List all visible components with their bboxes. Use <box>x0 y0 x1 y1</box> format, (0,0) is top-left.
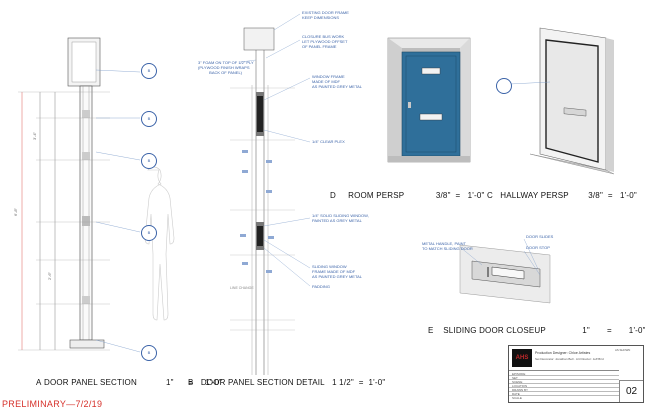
callout-bubble: B <box>141 63 157 79</box>
room-perspective-door <box>387 37 471 163</box>
note-solid-sliding: 1/4" SOLID SLIDING WINDOW, PAINTED AS GR… <box>312 213 369 223</box>
note-window-frame: WINDOW FRAME MADE OF MDF AS PAINTED GREY… <box>312 74 363 89</box>
human-scale-figure <box>144 166 175 321</box>
tb-row: SET <box>512 376 518 380</box>
section-detail-lines <box>230 13 311 375</box>
drawing-a-door-panel-section: 6'-8" 3'-4" 2'-6" B B B B B <box>0 0 190 380</box>
caption-d: D ROOM PERSP 3/8" = 1'-0" <box>330 191 485 200</box>
note-overhead: CLOSURE BUS WORK LET PLYWOOD OFFSET OF P… <box>302 34 348 49</box>
sheet-number: 02 <box>625 386 638 397</box>
caption-b: B DOOR PANEL SECTION DETAIL 1 1/2" = 1'-… <box>188 378 386 387</box>
note-existing-frame: EXISTING DOOR FRAME KEEP DIMENSIONS <box>302 10 349 20</box>
door-panel-section-lines: 6'-8" 3'-4" 2'-6" <box>13 37 175 353</box>
callout-bubble: B <box>141 225 157 241</box>
preliminary-stamp: PRELIMINARY—7/2/19 <box>2 399 103 409</box>
note-sliding-frame: SLIDING WINDOW FRAME MADE OF MDF AS PAIN… <box>312 264 363 279</box>
note-metal-handle: METAL HANDLE, PAINT TO MATCH SLIDING DOO… <box>422 241 473 251</box>
caption-c: C HALLWAY PERSP 3/8" = 1'-0" <box>487 191 637 200</box>
drawing-d-room-perspective <box>380 30 480 170</box>
drawing-c-hallway-perspective <box>490 22 640 177</box>
tb-row: EPISODE <box>512 372 526 376</box>
caption-e: E SLIDING DOOR CLOSEUP 1" = 1'-0" <box>428 326 645 335</box>
callout-bubble: B <box>141 153 157 169</box>
tb-row: SCENE <box>512 380 523 384</box>
sheet-number-box: 02 <box>619 380 643 402</box>
note-clear-plex: 1/4" CLEAR PLEX <box>312 139 345 144</box>
caption-a: A DOOR PANEL SECTION 1" = 1'-0" <box>36 378 223 387</box>
note-door-stop: DOOR STOP <box>526 245 550 250</box>
tb-row: DATE <box>512 392 520 396</box>
tb-row: SCALE <box>512 396 522 400</box>
tb-row: DRAWN BY <box>512 388 529 392</box>
callout-bubble: B <box>141 111 157 127</box>
svg-text:6'-8": 6'-8" <box>13 207 18 216</box>
sliding-door-closeup <box>459 238 551 304</box>
note-line-change: LINE CHANGE <box>230 286 254 290</box>
drawing-b-section-detail: EXISTING DOOR FRAME KEEP DIMENSIONS 3" F… <box>198 0 400 380</box>
svg-text:3'-4": 3'-4" <box>32 131 37 140</box>
credit-line: Production Designer: Chloe Artistes <box>535 351 591 355</box>
drawing-e-sliding-door-closeup: METAL HANDLE, PAINT TO MATCH SLIDING DOO… <box>400 225 640 315</box>
note-door-slides: DOOR SLIDES <box>526 234 554 239</box>
hallway-perspective-door <box>509 27 615 175</box>
note-padding: PADDING <box>312 284 330 289</box>
tb-row: LOCATION <box>512 384 528 388</box>
credit-sub: Set Decorator: Jonathan Bell · Art Direc… <box>535 357 604 361</box>
note-plywood-face: 3" FOAM ON TOP OF 1/2" PLY (PLYWOOD FINI… <box>198 60 254 75</box>
title-block-rows: EPISODE SET SCENE LOCATION DRAWN BY DATE… <box>509 370 619 403</box>
callout-bubble <box>496 78 512 94</box>
callout-bubble: B <box>141 345 157 361</box>
stamp-label: AS SHOWN <box>615 348 631 352</box>
svg-text:2'-6": 2'-6" <box>47 271 52 280</box>
title-block: AHS Production Designer: Chloe Artistes … <box>508 345 644 403</box>
studio-logo: AHS <box>512 349 532 367</box>
